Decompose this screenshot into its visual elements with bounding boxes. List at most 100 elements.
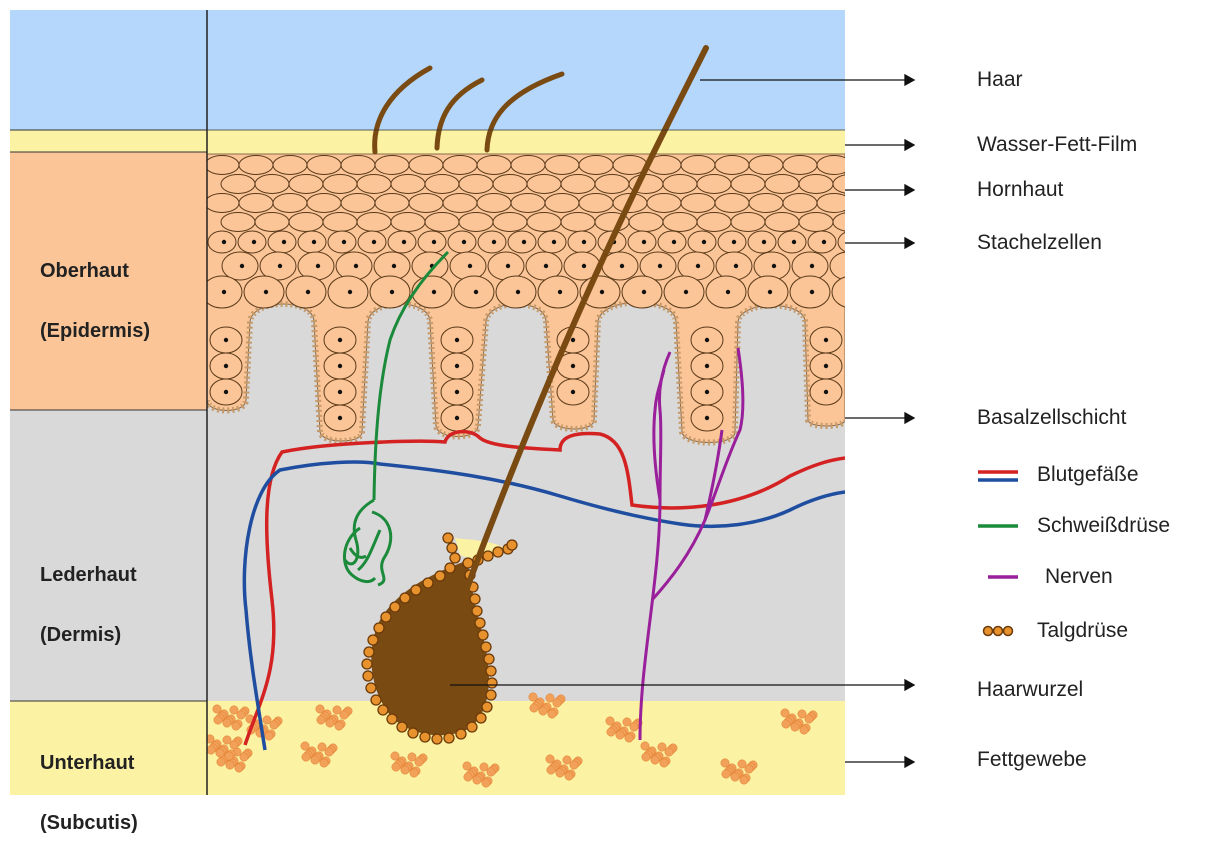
spinous-cell <box>706 276 746 308</box>
horny-cell <box>545 156 579 175</box>
horny-cell <box>579 156 613 175</box>
sebaceous-bead <box>445 563 455 573</box>
horny-cell <box>205 194 239 213</box>
sebaceous-bead <box>390 602 400 612</box>
spinous-cell <box>208 231 236 253</box>
horny-cell <box>391 213 425 232</box>
dermis-name: Lederhaut <box>40 560 205 590</box>
sebaceous-bead <box>493 547 503 557</box>
spinous-cell <box>388 231 416 253</box>
horny-cell <box>375 156 409 175</box>
horny-cell <box>817 156 851 175</box>
horny-cell <box>579 194 613 213</box>
ridge-cell <box>441 379 473 405</box>
sebaceous-bead <box>364 647 374 657</box>
ridge-cell <box>691 379 723 405</box>
horny-cell <box>357 213 391 232</box>
sky-area <box>207 10 845 130</box>
sebaceous-bead <box>381 612 391 622</box>
spinous-cell <box>496 276 536 308</box>
layer-label-dermis: Lederhaut (Dermis) <box>10 530 205 680</box>
sebaceous-bead <box>366 683 376 693</box>
horny-cell <box>629 213 663 232</box>
callout-fettgewebe: Fettgewebe <box>977 748 1087 772</box>
spinous-cell <box>222 252 258 280</box>
spinous-cell <box>328 231 356 253</box>
horny-cell <box>799 175 833 194</box>
label-bg-film <box>10 130 207 152</box>
horny-cell <box>375 194 409 213</box>
skin-cross-section <box>202 10 872 795</box>
ridge-cell <box>324 379 356 405</box>
horny-cell <box>255 175 289 194</box>
layer-label-epidermis: Oberhaut (Epidermis) <box>10 226 205 376</box>
ridge-cell <box>324 327 356 353</box>
spinous-cell <box>716 252 752 280</box>
horny-cell <box>409 156 443 175</box>
spinous-cell <box>244 276 284 308</box>
spinous-cell <box>358 231 386 253</box>
spinous-cell <box>538 231 566 253</box>
callout-haar: Haar <box>977 68 1023 92</box>
sebaceous-bead <box>371 695 381 705</box>
ridge-cell <box>441 405 473 431</box>
subcutis-name: Unterhaut <box>40 748 205 778</box>
horny-cell <box>561 175 595 194</box>
sebaceous-bead <box>447 543 457 553</box>
spinous-cell <box>748 231 776 253</box>
horny-cell <box>833 213 867 232</box>
spinous-cell <box>838 231 866 253</box>
sebaceous-bead <box>423 578 433 588</box>
spinous-cell <box>658 231 686 253</box>
spinous-cell <box>268 231 296 253</box>
sebaceous-bead <box>363 671 373 681</box>
spinous-cell <box>718 231 746 253</box>
layer-label-subcutis: Unterhaut (Subcutis) <box>10 718 205 868</box>
horny-cell <box>783 156 817 175</box>
horny-cell <box>273 194 307 213</box>
callout-basalzellschicht: Basalzellschicht <box>977 406 1126 430</box>
legend-symbols <box>978 472 1018 636</box>
horny-cell <box>477 156 511 175</box>
spinous-cell <box>538 276 578 308</box>
spinous-cell <box>478 231 506 253</box>
ridge-cell <box>810 353 842 379</box>
legend-sebaceous-swatch <box>984 627 1013 636</box>
sebaceous-bead <box>400 593 410 603</box>
horny-cell <box>595 175 629 194</box>
sebaceous-bead <box>411 585 421 595</box>
sebaceous-bead <box>507 540 517 550</box>
horny-cell <box>205 156 239 175</box>
sebaceous-bead <box>374 623 384 633</box>
horny-cell <box>493 213 527 232</box>
sebaceous-bead <box>481 642 491 652</box>
callout-film: Wasser-Fett-Film <box>977 133 1137 157</box>
horny-cell <box>731 213 765 232</box>
spinous-cell <box>298 231 326 253</box>
sebaceous-bead <box>432 734 442 744</box>
horny-cell <box>323 175 357 194</box>
horny-cell <box>799 213 833 232</box>
sebaceous-bead <box>486 690 496 700</box>
spinous-cell <box>832 276 872 308</box>
spinous-cell <box>622 276 662 308</box>
horny-cell <box>221 213 255 232</box>
sebaceous-bead <box>368 635 378 645</box>
horny-cell <box>697 213 731 232</box>
spinous-cell <box>286 276 326 308</box>
sebaceous-bead <box>472 606 482 616</box>
horny-cell <box>307 156 341 175</box>
spinous-cell <box>412 276 452 308</box>
horny-cell <box>459 213 493 232</box>
ridge-cell <box>210 327 242 353</box>
sebaceous-bead <box>483 551 493 561</box>
horny-cell <box>731 175 765 194</box>
horny-cell <box>715 156 749 175</box>
ridge-cell <box>210 353 242 379</box>
horny-cell <box>783 194 817 213</box>
spinous-cell <box>448 231 476 253</box>
horny-cell <box>307 194 341 213</box>
water-fat-film <box>207 130 845 154</box>
horny-cell <box>511 156 545 175</box>
sebaceous-bead <box>482 702 492 712</box>
